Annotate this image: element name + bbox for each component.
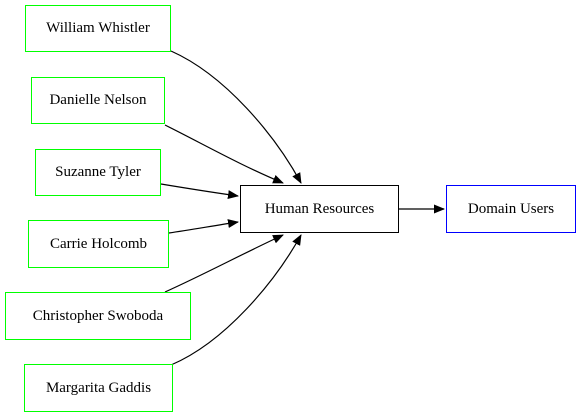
- node-label: Carrie Holcomb: [49, 235, 148, 252]
- node-margarita-gaddis: Margarita Gaddis: [24, 364, 173, 412]
- edge-danielle-nelson-to-human-resources: [164, 124, 284, 184]
- node-label: Margarita Gaddis: [45, 379, 152, 396]
- node-label: Domain Users: [467, 200, 555, 217]
- node-william-whistler: William Whistler: [25, 5, 171, 52]
- node-danielle-nelson: Danielle Nelson: [31, 77, 165, 124]
- edge-christopher-swoboda-to-human-resources: [164, 234, 284, 293]
- node-label: Suzanne Tyler: [55, 164, 141, 180]
- edge-william-whistler-to-human-resources: [170, 50, 302, 184]
- node-label: Christopher Swoboda: [32, 307, 164, 324]
- node-label: Human Resources: [264, 200, 375, 217]
- node-label: William Whistler: [46, 20, 150, 36]
- edge-margarita-gaddis-to-human-resources: [170, 234, 302, 366]
- edge-carrie-holcomb-to-human-resources: [168, 219, 239, 234]
- node-human-resources: Human Resources: [240, 185, 399, 233]
- node-christopher-swoboda: Christopher Swoboda: [5, 292, 191, 340]
- node-suzanne-tyler: Suzanne Tyler: [35, 149, 161, 196]
- node-domain-users: Domain Users: [446, 185, 576, 233]
- edge-suzanne-tyler-to-human-resources: [160, 183, 239, 200]
- node-carrie-holcomb: Carrie Holcomb: [28, 220, 169, 268]
- node-label: Danielle Nelson: [49, 92, 147, 108]
